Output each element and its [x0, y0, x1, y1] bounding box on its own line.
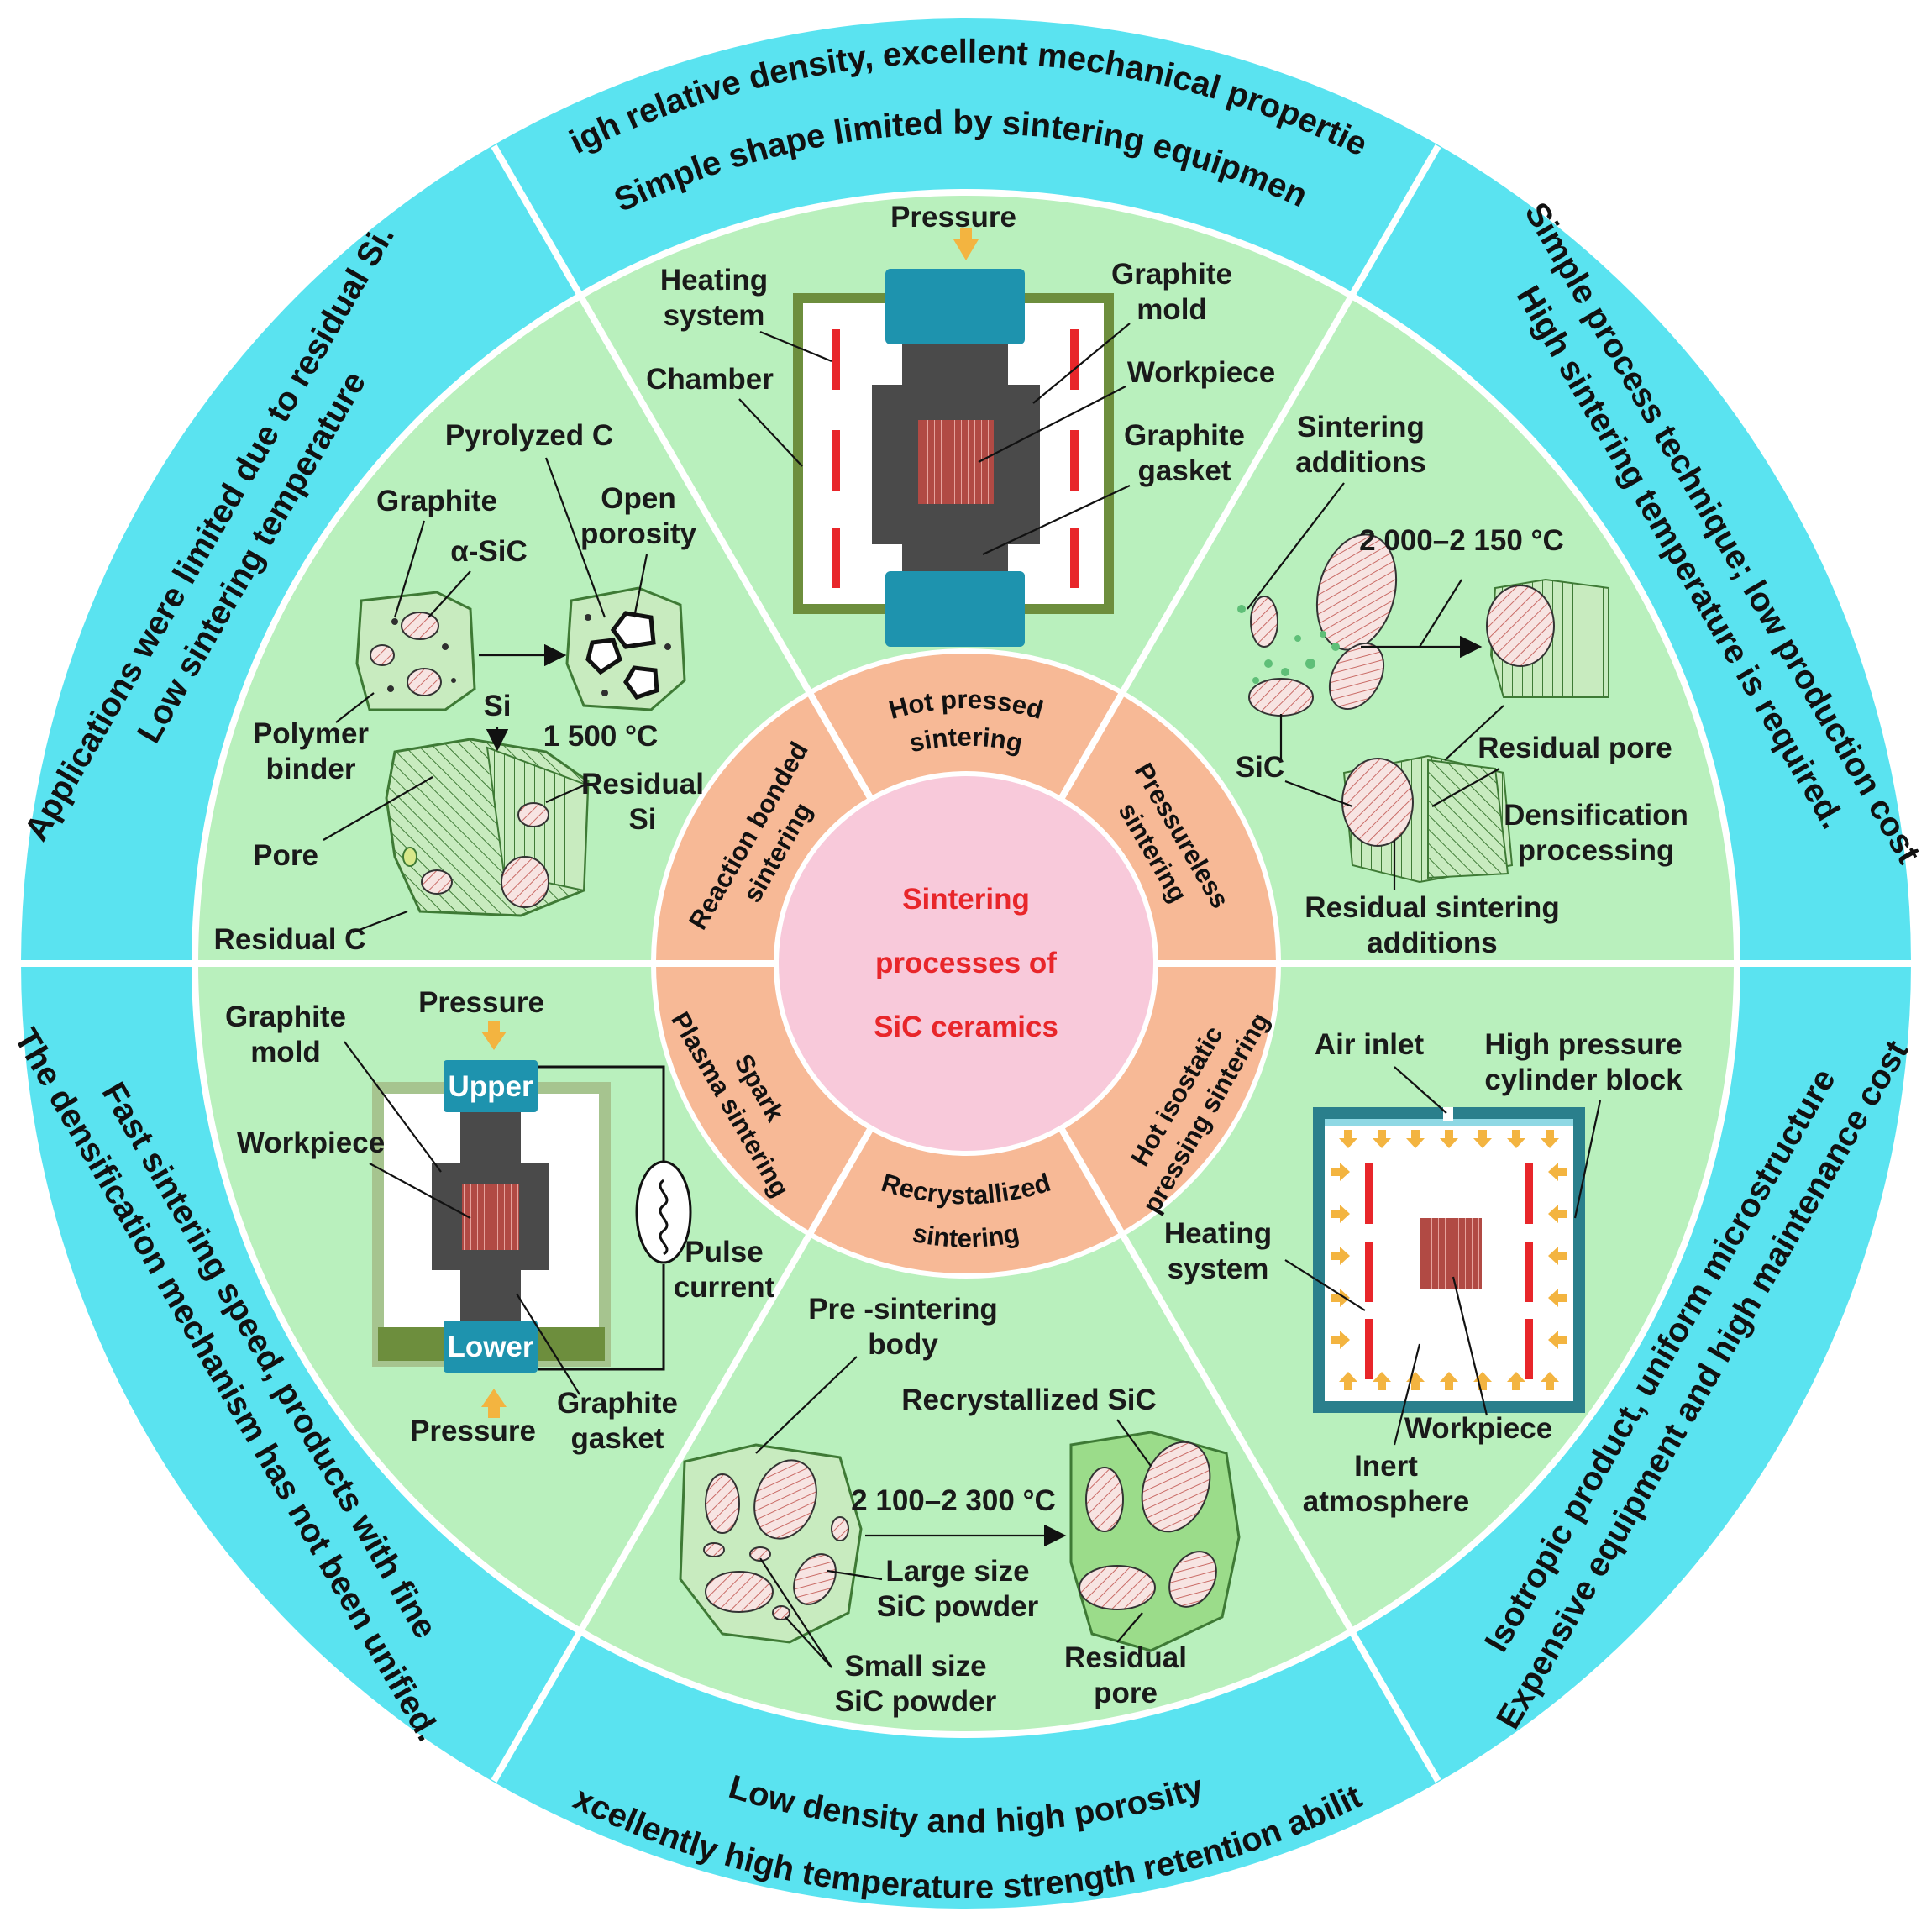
sps-pulse-label-2: current: [674, 1271, 775, 1304]
sps-workpiece-label: Workpiece: [237, 1126, 385, 1159]
center-title-1: Sintering: [902, 883, 1030, 916]
hip-heating-label-2: system: [1168, 1252, 1269, 1285]
sps-lower-label: Lower: [447, 1331, 533, 1363]
rb-pore-label: Pore: [253, 839, 318, 872]
pressureless-panel: Sintering additions 2 000–2 150 °C SiC R…: [1236, 411, 1688, 959]
rx-temperature-label: 2 100–2 300 °C: [851, 1484, 1056, 1517]
sps-gasket-label-1: Graphite: [557, 1387, 678, 1420]
pl-temperature-label: 2 000–2 150 °C: [1359, 524, 1564, 557]
hip-heating-label-1: Heating: [1164, 1217, 1272, 1250]
rb-alpha-sic-label: α-SiC: [450, 535, 528, 568]
hip-cylinder-label-2: cylinder block: [1484, 1063, 1683, 1096]
spark-plasma-panel: Upper Lower Pressure Pressure Graphite m…: [225, 986, 775, 1455]
rx-recrystallized-label: Recrystallized SiC: [901, 1384, 1156, 1416]
rx-pre-sintering-label-2: body: [868, 1328, 938, 1361]
rb-si-label: Si: [483, 690, 511, 722]
rx-residual-pore-label-1: Residual: [1064, 1641, 1187, 1674]
rx-small-label-1: Small size: [844, 1650, 986, 1683]
hp-mold-label-1: Graphite: [1111, 258, 1232, 291]
rb-open-porosity-label-2: porosity: [580, 517, 697, 550]
hip-workpiece-label: Workpiece: [1404, 1412, 1552, 1445]
hp-gasket-label-1: Graphite: [1124, 419, 1245, 452]
hp-gasket-label-2: gasket: [1138, 454, 1231, 487]
sps-pressure-bottom-label: Pressure: [410, 1415, 536, 1447]
hip-air-inlet-label: Air inlet: [1315, 1028, 1425, 1061]
pl-additions-label-1: Sintering: [1297, 411, 1425, 444]
pl-res-additions-label-2: additions: [1367, 927, 1498, 959]
reaction-bonded-panel: Pyrolyzed C Graphite α-SiC Open porosity…: [214, 419, 704, 956]
rb-residual-si-label-1: Residual: [581, 768, 704, 801]
sps-mold-label-1: Graphite: [225, 1000, 346, 1033]
hp-workpiece-label: Workpiece: [1127, 356, 1275, 389]
sps-gasket-label-2: gasket: [571, 1422, 664, 1455]
rb-polymer-label-1: Polymer: [253, 717, 369, 750]
pl-additions-label-2: additions: [1295, 446, 1426, 479]
sps-pressure-top-label: Pressure: [418, 986, 544, 1019]
rb-open-porosity-label-1: Open: [601, 482, 675, 515]
rb-temperature-label: 1 500 °C: [543, 720, 659, 753]
pl-densification-label-2: processing: [1518, 834, 1675, 867]
hp-mold-label-2: mold: [1137, 293, 1207, 326]
rx-large-label-1: Large size: [885, 1555, 1029, 1588]
hip-panel: Air inlet High pressure cylinder block H…: [1164, 1028, 1683, 1518]
pl-densification-label-1: Densification: [1504, 799, 1688, 832]
rb-residual-c-label: Residual C: [214, 923, 366, 956]
hp-heating-label-1: Heating: [660, 264, 768, 297]
sps-mold-label-2: mold: [250, 1036, 321, 1069]
svg-text:sintering: sintering: [911, 1218, 1022, 1253]
process-recrystallized-2: sintering: [911, 1218, 1022, 1253]
rx-residual-pore-label-2: pore: [1094, 1677, 1158, 1709]
rb-residual-si-label-2: Si: [628, 803, 656, 836]
pl-residual-pore-label: Residual pore: [1478, 732, 1672, 764]
hip-cylinder-label-1: High pressure: [1484, 1028, 1682, 1061]
hip-pressure-arrows: [1331, 1130, 1567, 1390]
rx-pre-sintering-label-1: Pre -sintering: [808, 1293, 998, 1326]
pl-res-additions-label-1: Residual sintering: [1305, 891, 1559, 924]
hp-heating-label-2: system: [664, 299, 765, 332]
hip-inert-label-1: Inert: [1354, 1450, 1418, 1483]
pl-sic-label: SiC: [1236, 751, 1284, 784]
hip-inert-label-2: atmosphere: [1303, 1485, 1469, 1518]
hot-pressed-panel: Pressure Heating system Chamber Graphite…: [646, 201, 1275, 647]
recrystallized-panel: Pre -sintering body Recrystallized SiC 2…: [679, 1293, 1241, 1718]
center-title-3: SiC ceramics: [874, 1011, 1058, 1043]
center-disc: [774, 771, 1158, 1156]
rx-small-label-2: SiC powder: [835, 1685, 997, 1718]
sps-pulse-label-1: Pulse: [685, 1236, 763, 1268]
rx-large-label-2: SiC powder: [877, 1590, 1039, 1623]
rb-polymer-label-2: binder: [266, 753, 356, 785]
rb-pyrolyzed-label: Pyrolyzed C: [445, 419, 613, 452]
hp-pressure-label: Pressure: [890, 201, 1016, 234]
rb-graphite-label: Graphite: [376, 485, 497, 517]
hp-chamber-label: Chamber: [646, 363, 774, 396]
center-title-2: processes of: [875, 947, 1057, 979]
sps-upper-label: Upper: [448, 1070, 533, 1103]
